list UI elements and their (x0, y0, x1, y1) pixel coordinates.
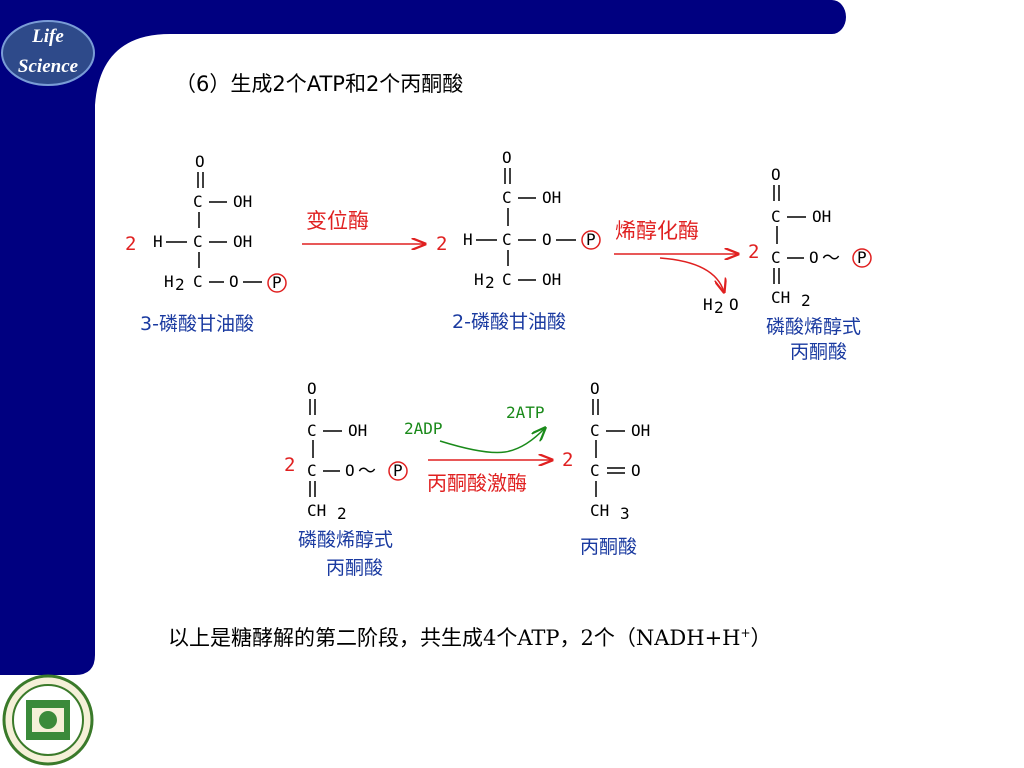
mol1-oh2: OH (233, 232, 252, 251)
university-seal (2, 674, 94, 766)
mol3-name2: 丙酮酸 (790, 341, 847, 363)
mol1-o3: O (229, 272, 239, 291)
mol2-h: H (463, 230, 473, 249)
mol1-coef: 2 (125, 233, 136, 255)
mol4-c1: C (307, 421, 317, 440)
arrow-2: 烯醇化酶 H 2 O (614, 219, 739, 317)
mol4-ch2-sub: 2 (337, 504, 347, 523)
arrow-1: 变位酶 (302, 209, 425, 244)
mol4-p: P (393, 461, 403, 480)
phosphate-circle (581, 230, 601, 250)
mol1-h2c-c: C (193, 272, 203, 291)
mol1-name: 3-磷酸甘油酸 (140, 313, 254, 335)
molecule-3-phosphoglycerate: 2 O C OH H C OH H 2 C O P 3-磷酸甘油酸 (125, 152, 287, 335)
molecule-pyruvate: 2 O C OH C O CH 3 丙酮酸 (562, 379, 650, 558)
mol2-h2c-c: C (502, 270, 512, 289)
mol2-o-top: O (502, 148, 512, 167)
water-o: O (729, 295, 739, 314)
mol3-oh1: OH (812, 207, 831, 226)
mol4-oh1: OH (348, 421, 367, 440)
mol4-tilde: ～ (358, 461, 376, 482)
summary-main: 以上是糖酵解的第二阶段，共生成4个ATP，2个（NADH+H (168, 626, 741, 650)
mol2-p: P (586, 230, 596, 249)
mol5-ch3: CH (590, 501, 609, 520)
mol3-o2: O (809, 248, 819, 267)
mol1-h2c-sub: 2 (175, 275, 185, 294)
mol1-c1: C (193, 192, 203, 211)
summary-sup: + (740, 626, 751, 640)
arrow-3: 2ADP 2ATP 丙酮酸激酶 (404, 403, 552, 495)
mol5-name: 丙酮酸 (580, 536, 637, 558)
slide-title: （6）生成2个ATP和2个丙酮酸 (175, 72, 464, 96)
molecule-pep-1: 2 O C OH C O ～ P CH 2 磷酸烯醇式 丙酮酸 (748, 165, 872, 363)
enzyme-enolase: 烯醇化酶 (615, 219, 699, 243)
mol2-oh1: OH (542, 188, 561, 207)
mol1-h2c-h: H (164, 272, 174, 291)
enzyme-mutase: 变位酶 (306, 209, 369, 233)
mol4-c2: C (307, 461, 317, 480)
mol4-o-top: O (307, 379, 317, 398)
mol3-o-top: O (771, 165, 781, 184)
mol1-oh1: OH (233, 192, 252, 211)
mol2-oh3: OH (542, 270, 561, 289)
badge-line1: Life (32, 26, 64, 47)
mol5-o2: O (631, 461, 641, 480)
mol2-c1: C (502, 188, 512, 207)
molecule-2-phosphoglycerate: 2 O C OH H C O P H 2 C OH 2-磷酸甘油酸 (436, 148, 601, 333)
water-sub: 2 (714, 298, 724, 317)
phosphate-circle (388, 461, 408, 481)
summary-text: 以上是糖酵解的第二阶段，共生成4个ATP，2个（NADH+H+） (168, 622, 772, 652)
life-science-badge (1, 20, 95, 86)
cofactor-atp: 2ATP (506, 403, 545, 422)
molecule-pep-2: 2 O C OH C O ～ P CH 2 磷酸烯醇式 丙酮酸 (284, 379, 408, 579)
mol2-h2c-sub: 2 (485, 273, 495, 292)
mol4-name2: 丙酮酸 (326, 557, 383, 579)
mol5-o-top: O (590, 379, 600, 398)
badge-line2: Science (17, 56, 79, 77)
cofactor-adp: 2ADP (404, 419, 443, 438)
mol3-p: P (857, 248, 867, 267)
mol4-coef: 2 (284, 454, 295, 476)
mol2-c2: C (502, 230, 512, 249)
mol3-tilde: ～ (822, 248, 840, 269)
mol1-c2: C (193, 232, 203, 251)
mol3-name1: 磷酸烯醇式 (766, 316, 861, 338)
mol3-c2: C (771, 248, 781, 267)
mol2-o2: O (542, 230, 552, 249)
mol1-o-top: O (195, 152, 205, 171)
phosphate-circle (852, 248, 872, 268)
mol5-c2: C (590, 461, 600, 480)
mol4-o2: O (345, 461, 355, 480)
mol3-ch2-sub: 2 (801, 291, 811, 310)
mol3-ch2: CH (771, 288, 790, 307)
summary-end: ） (750, 626, 772, 650)
mol5-oh1: OH (631, 421, 650, 440)
enzyme-pyruvate-kinase: 丙酮酸激酶 (427, 471, 527, 495)
mol2-coef: 2 (436, 233, 447, 255)
mol3-coef: 2 (748, 241, 759, 263)
mol5-ch3-sub: 3 (620, 504, 630, 523)
mol4-ch2: CH (307, 501, 326, 520)
mol2-name: 2-磷酸甘油酸 (452, 311, 566, 333)
mol4-name1: 磷酸烯醇式 (298, 529, 393, 551)
mol3-c1: C (771, 207, 781, 226)
mol2-h2c-h: H (474, 270, 484, 289)
mol5-coef: 2 (562, 449, 573, 471)
mol1-h: H (153, 232, 163, 251)
water-h: H (703, 295, 713, 314)
mol1-p: P (272, 273, 282, 292)
mol5-c1: C (590, 421, 600, 440)
phosphate-circle (267, 273, 287, 293)
